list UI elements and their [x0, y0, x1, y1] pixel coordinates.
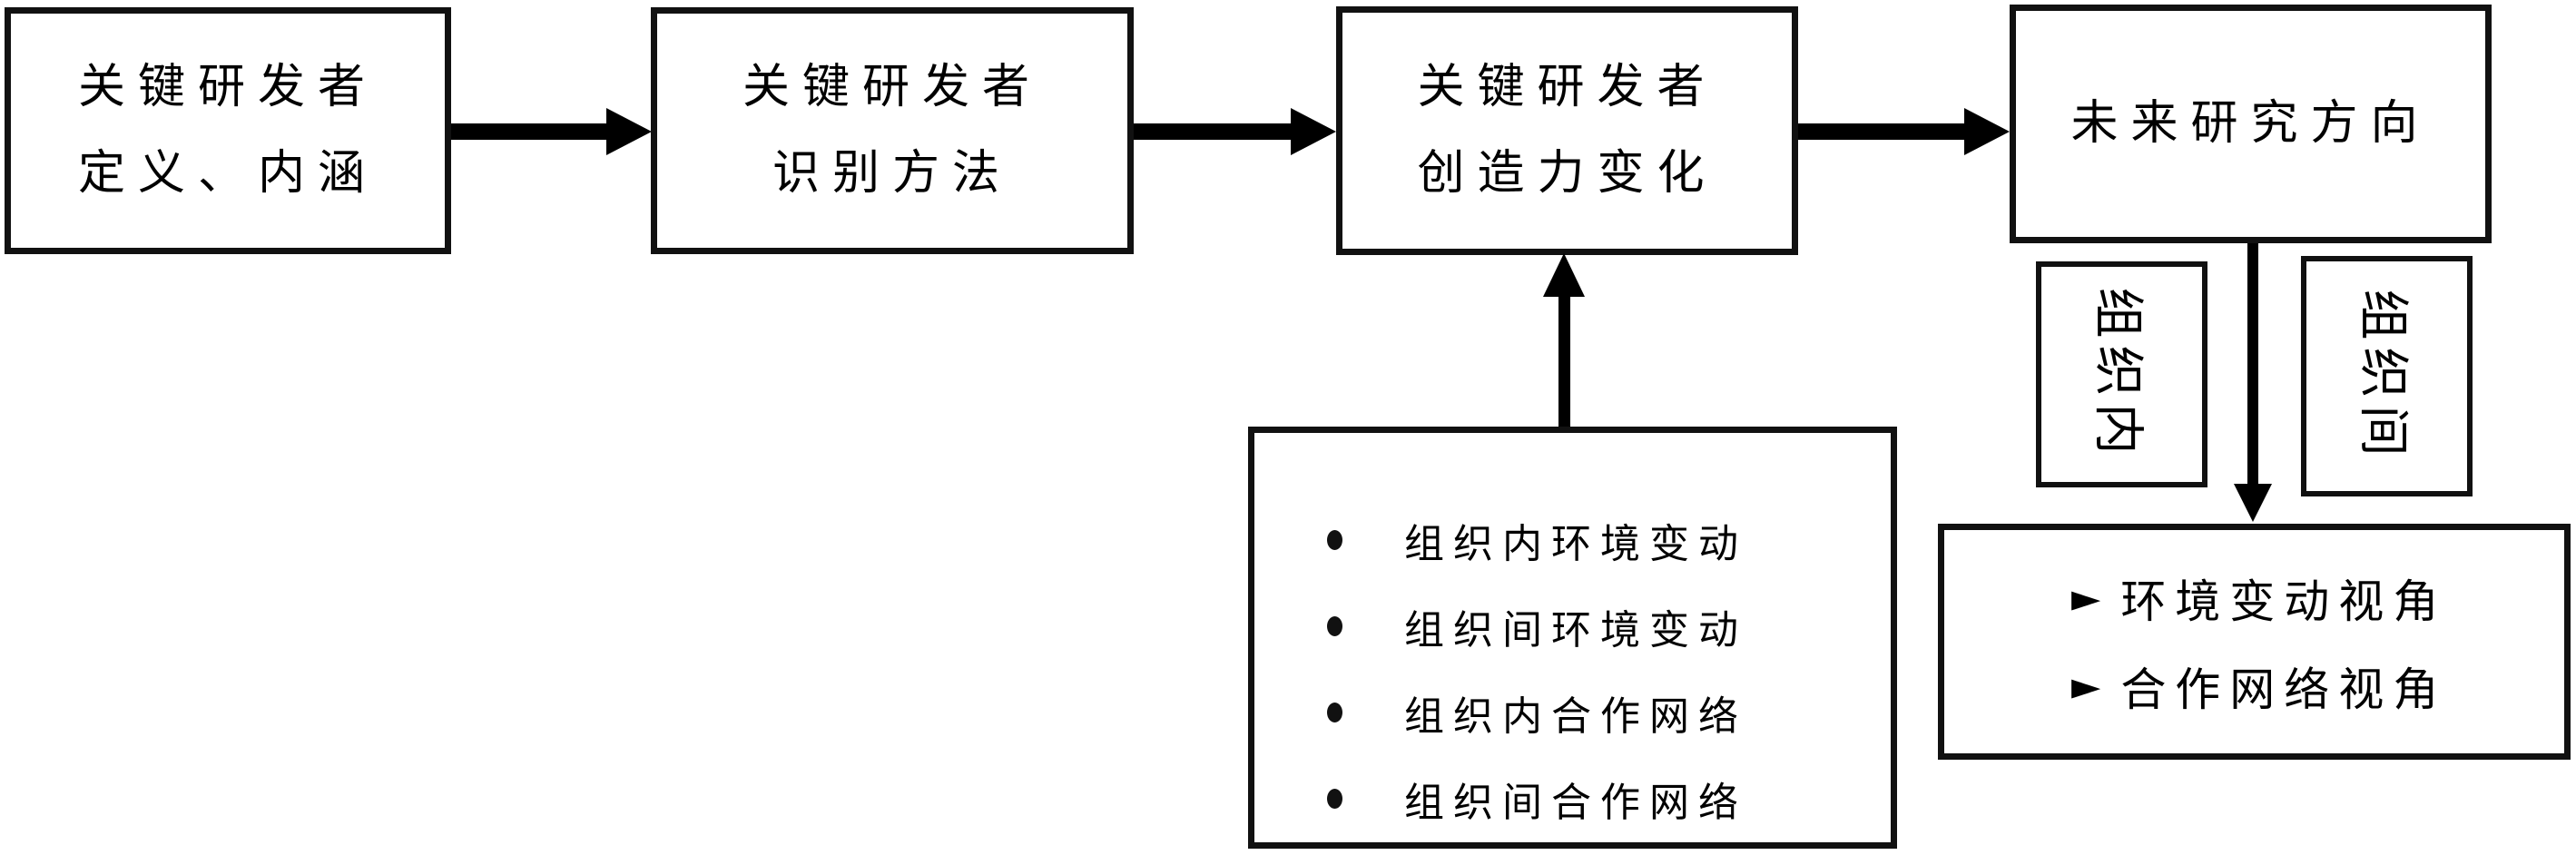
list-item-label: 组织间合作网络 [1404, 780, 1747, 825]
box-key-rd-identification: 关键研发者 识别方法 [651, 7, 1134, 254]
vertical-label: 组织内 [2089, 287, 2145, 462]
list-item-label: 组织内环境变动 [1404, 521, 1747, 566]
arrow-box3-to-box4 [1798, 84, 2010, 179]
list-item-label: 组织间环境变动 [1404, 607, 1747, 653]
arrow-head-right-icon [606, 108, 652, 155]
arrow-shaft [451, 123, 606, 140]
bullet-dot-icon [1327, 615, 1342, 636]
box-change-factors-list: 组织内环境变动 组织间环境变动 组织内合作网络 组织间合作网络 [1248, 427, 1897, 849]
arrow-box1-to-box2 [451, 84, 652, 179]
list-item: 组织内环境变动 [1254, 496, 1891, 583]
list-item: ► 环境变动视角 [1944, 554, 2564, 642]
box-inter-organization-label: 组织间 [2301, 256, 2473, 496]
list-item-label: 环境变动视角 [2120, 575, 2448, 627]
box-future-research-direction: 未来研究方向 [2010, 5, 2492, 243]
bullet-dot-icon [1327, 702, 1342, 722]
box-text-line: 创造力变化 [1417, 148, 1717, 200]
arrow-head-right-icon [1964, 108, 2010, 155]
arrow-head-right-icon [1291, 108, 1336, 155]
arrow-shaft [1558, 295, 1570, 438]
bullet-dot-icon [1327, 529, 1342, 550]
triangle-bullet-icon: ► [2071, 575, 2101, 620]
triangle-bullet-icon: ► [2071, 663, 2101, 708]
bullet-dot-icon [1327, 788, 1342, 809]
list-item: 组织间环境变动 [1254, 583, 1891, 669]
box-text-line: 识别方法 [772, 148, 1012, 200]
arrow-head-up-icon [1543, 253, 1585, 297]
box-text-line: 关键研发者 [1417, 62, 1717, 113]
list-item: 组织内合作网络 [1254, 669, 1891, 755]
box-text-line: 关键研发者 [742, 62, 1042, 113]
box-text-line: 定义、内涵 [77, 148, 378, 200]
arrow-box2-to-box3 [1134, 84, 1336, 179]
arrow-shaft [1798, 123, 1966, 140]
list-item-label: 组织内合作网络 [1404, 693, 1747, 739]
arrow-shaft [1134, 123, 1291, 140]
box-text-line: 未来研究方向 [2070, 98, 2431, 150]
arrow-box4-to-perspectives [2234, 243, 2272, 522]
box-key-rd-definition: 关键研发者 定义、内涵 [5, 7, 451, 254]
box-key-rd-creativity-change: 关键研发者 创造力变化 [1336, 6, 1798, 255]
box-text-line: 关键研发者 [77, 62, 378, 113]
vertical-label: 组织间 [2354, 289, 2410, 464]
list-item: 组织间合作网络 [1254, 755, 1891, 841]
list-item: ► 合作网络视角 [1944, 642, 2564, 730]
list-item-label: 合作网络视角 [2120, 663, 2448, 715]
box-intra-organization-label: 组织内 [2036, 261, 2207, 487]
arrow-shaft [2247, 243, 2258, 486]
arrow-factors-to-box3 [1543, 253, 1585, 438]
box-research-perspectives: ► 环境变动视角 ► 合作网络视角 [1938, 524, 2571, 760]
arrow-head-down-icon [2234, 484, 2272, 522]
